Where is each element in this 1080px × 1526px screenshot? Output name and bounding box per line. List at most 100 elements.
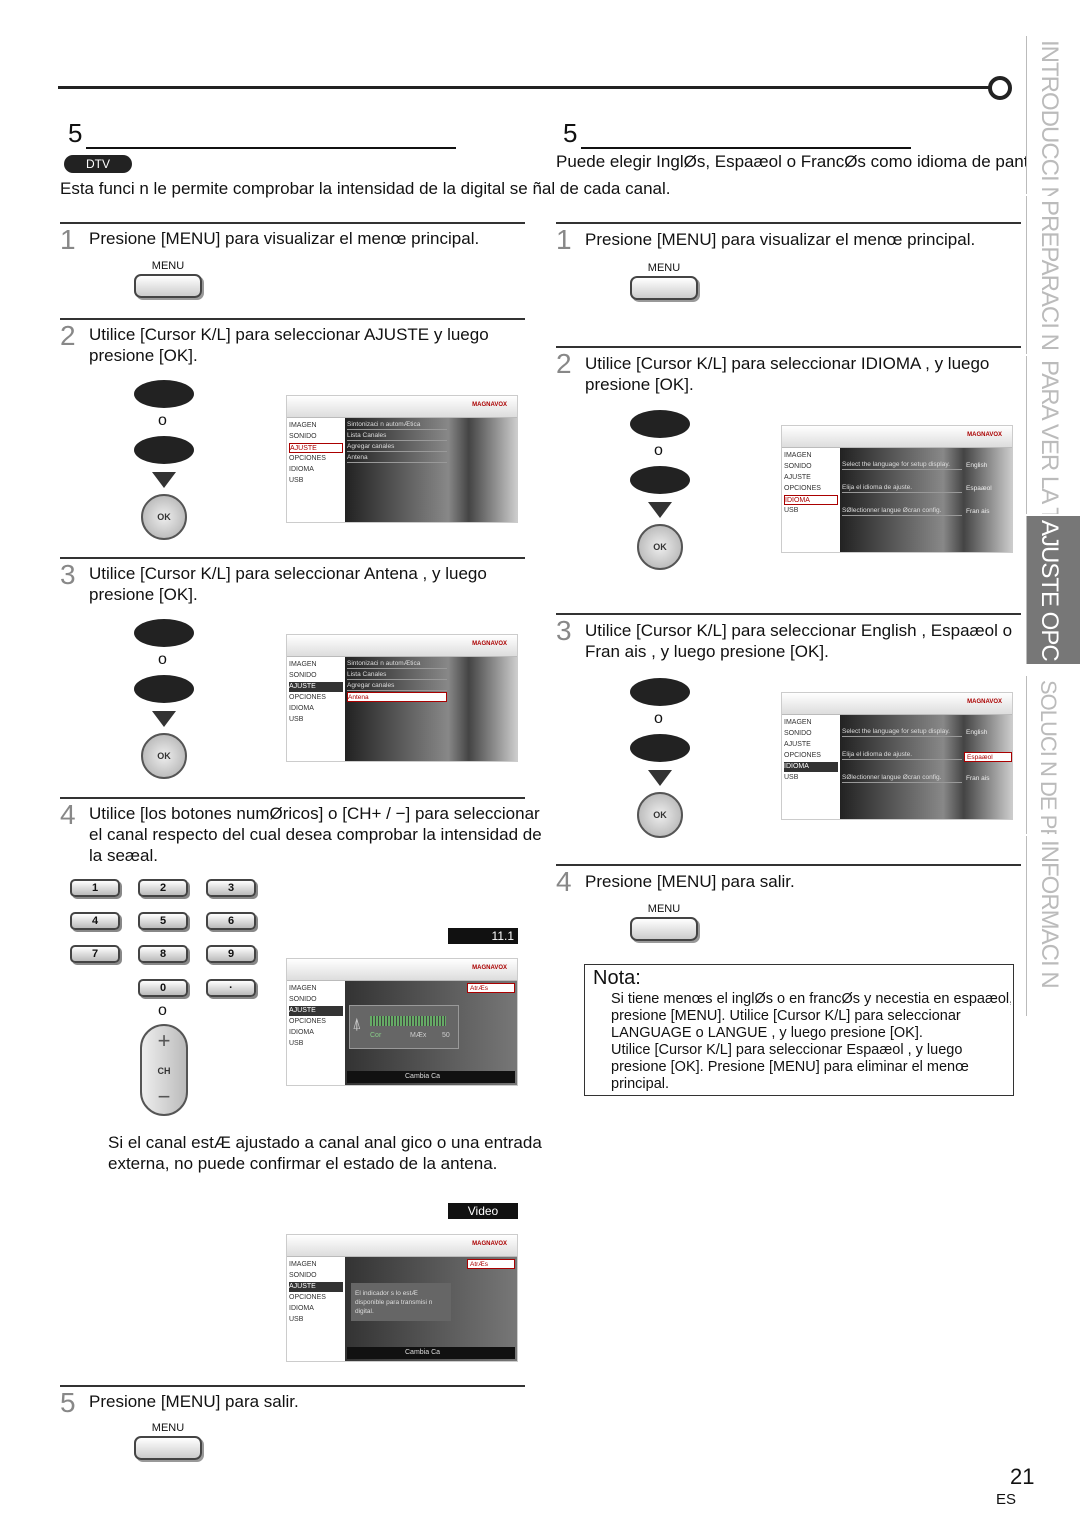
step-number: 4	[556, 866, 572, 897]
tab-introduccion[interactable]: INTRODUCCI N	[1026, 36, 1080, 203]
separator	[60, 1385, 525, 1387]
separator	[556, 222, 1021, 224]
menu-button[interactable]	[630, 917, 698, 941]
step-text: Presione [MENU] para salir.	[89, 1392, 299, 1411]
channel-display: 11.1	[448, 928, 518, 944]
cursor-down-button[interactable]	[630, 466, 690, 494]
separator	[60, 318, 525, 320]
number-button-2[interactable]: 2	[138, 879, 188, 897]
number-button-6[interactable]: 6	[206, 912, 256, 930]
left-intro: Esta funci n le permite comprobar la int…	[60, 179, 671, 198]
separator	[60, 557, 525, 559]
step-text: Presione [MENU] para visualizar el menœ …	[585, 230, 976, 249]
right-section-title: 5	[563, 118, 912, 149]
ok-button[interactable]: OK	[637, 524, 683, 570]
step-text: Utilice [Cursor K/L] para seleccionar ID…	[585, 354, 990, 394]
cursor-down-button[interactable]	[134, 675, 194, 703]
cursor-down-button[interactable]	[630, 734, 690, 762]
top-rule	[58, 86, 992, 89]
number-button-0[interactable]: 0	[138, 979, 188, 997]
separator	[556, 346, 1021, 348]
left-section-title: 5	[68, 118, 457, 149]
tv-screen-language-select: MAGNAVOX IMAGEN SONIDO AJUSTE OPCIONES I…	[781, 692, 1013, 820]
ok-button[interactable]: OK	[637, 792, 683, 838]
ch-label: CH	[157, 1066, 171, 1076]
number-button-7[interactable]: 7	[70, 945, 120, 963]
menu-label: MENU	[647, 262, 681, 274]
ok-button[interactable]: OK	[141, 494, 187, 540]
ch-minus-icon[interactable]: −	[157, 1084, 171, 1109]
tv-screen-signal: MAGNAVOX IMAGEN SONIDO AJUSTE OPCIONES I…	[286, 958, 518, 1086]
note-box: Nota: Si tiene menœs el inglØs o en fran…	[584, 964, 1014, 1096]
or-label: o	[158, 1002, 167, 1019]
arrow-down-icon	[648, 502, 672, 518]
separator	[556, 864, 1021, 866]
or-label: o	[654, 710, 663, 727]
ok-button[interactable]: OK	[141, 733, 187, 779]
number-button-4[interactable]: 4	[70, 912, 120, 930]
number-button-5[interactable]: 5	[138, 912, 188, 930]
cursor-up-button[interactable]	[630, 678, 690, 706]
step-number: 2	[556, 348, 572, 379]
video-display: Video	[448, 1203, 518, 1219]
arrow-down-icon	[152, 711, 176, 727]
step-text: Utilice [Cursor K/L] para seleccionar AJ…	[89, 325, 489, 365]
tab-ajuste-opc[interactable]: AJUSTE OPC	[1026, 516, 1080, 664]
note-title: Nota:	[593, 967, 641, 989]
dot-button[interactable]: ·	[206, 979, 256, 997]
separator	[60, 222, 525, 224]
arrow-down-icon	[152, 472, 176, 488]
page-number: 21	[1010, 1464, 1035, 1489]
menu-button[interactable]	[134, 274, 202, 298]
step-text: Presione [MENU] para visualizar el menœ …	[89, 229, 480, 248]
step-text: Utilice [Cursor K/L] para seleccionar An…	[89, 564, 487, 604]
cursor-up-button[interactable]	[134, 619, 194, 647]
arrow-down-icon	[648, 770, 672, 786]
number-button-3[interactable]: 3	[206, 879, 256, 897]
antenna-icon: ⍋	[352, 1016, 362, 1033]
or-label: o	[158, 651, 167, 668]
tv-screen-antena: MAGNAVOX IMAGEN SONIDO AJUSTE OPCIONES I…	[286, 634, 518, 762]
channel-rocker[interactable]: + CH −	[140, 1024, 188, 1116]
menu-button[interactable]	[630, 276, 698, 300]
menu-button[interactable]	[134, 1436, 202, 1460]
cursor-down-button[interactable]	[134, 436, 194, 464]
step-number: 4	[60, 799, 76, 830]
or-label: o	[654, 442, 663, 459]
menu-label: MENU	[647, 903, 681, 915]
step-text: Utilice [Cursor K/L] para seleccionar En…	[585, 621, 1013, 661]
signal-meter: ⍋ Cor MÆx 50	[349, 1005, 459, 1049]
separator	[60, 797, 525, 799]
tv-screen-analog: MAGNAVOX IMAGEN SONIDO AJUSTE OPCIONES I…	[286, 1234, 518, 1362]
signal-bar	[370, 1016, 446, 1026]
tab-preparacion[interactable]: PREPARACI N	[1026, 196, 1080, 354]
step-number: 5	[60, 1387, 76, 1418]
menu-label: MENU	[151, 1422, 185, 1434]
step-number: 3	[60, 559, 76, 590]
step-number: 3	[556, 615, 572, 646]
note-body: Si tiene menœs el inglØs o en francØs y …	[611, 991, 1011, 1092]
menu-label: MENU	[151, 260, 185, 272]
step-number: 2	[60, 320, 76, 351]
step-text: Presione [MENU] para salir.	[585, 872, 795, 891]
tv-screen-ajuste: MAGNAVOX IMAGEN SONIDO AJUSTE OPCIONES I…	[286, 395, 518, 523]
step-number: 1	[556, 224, 572, 255]
tab-solucion-problemas[interactable]: SOLUCI N DE PROBLEMAS	[1026, 676, 1080, 834]
number-button-9[interactable]: 9	[206, 945, 256, 963]
tab-para-ver-la-tele[interactable]: PARA VER LA TELE	[1026, 356, 1080, 514]
top-ring	[988, 76, 1012, 100]
right-intro: Puede elegir InglØs, Espaæol o FrancØs c…	[556, 152, 1026, 171]
step-text: Utilice [los botones numØricos] o [CH+ /…	[89, 804, 542, 865]
or-label: o	[158, 412, 167, 429]
analog-note: Si el canal estÆ ajustado a canal anal g…	[108, 1133, 542, 1173]
cursor-up-button[interactable]	[134, 380, 194, 408]
step-number: 1	[60, 224, 76, 255]
number-button-1[interactable]: 1	[70, 879, 120, 897]
ch-plus-icon[interactable]: +	[157, 1028, 171, 1053]
language-code: ES	[996, 1491, 1017, 1508]
tab-informacion[interactable]: INFORMACI N	[1026, 836, 1080, 1016]
cursor-up-button[interactable]	[630, 410, 690, 438]
tv-screen-idioma: MAGNAVOX IMAGEN SONIDO AJUSTE OPCIONES I…	[781, 425, 1013, 553]
number-button-8[interactable]: 8	[138, 945, 188, 963]
separator	[556, 613, 1021, 615]
